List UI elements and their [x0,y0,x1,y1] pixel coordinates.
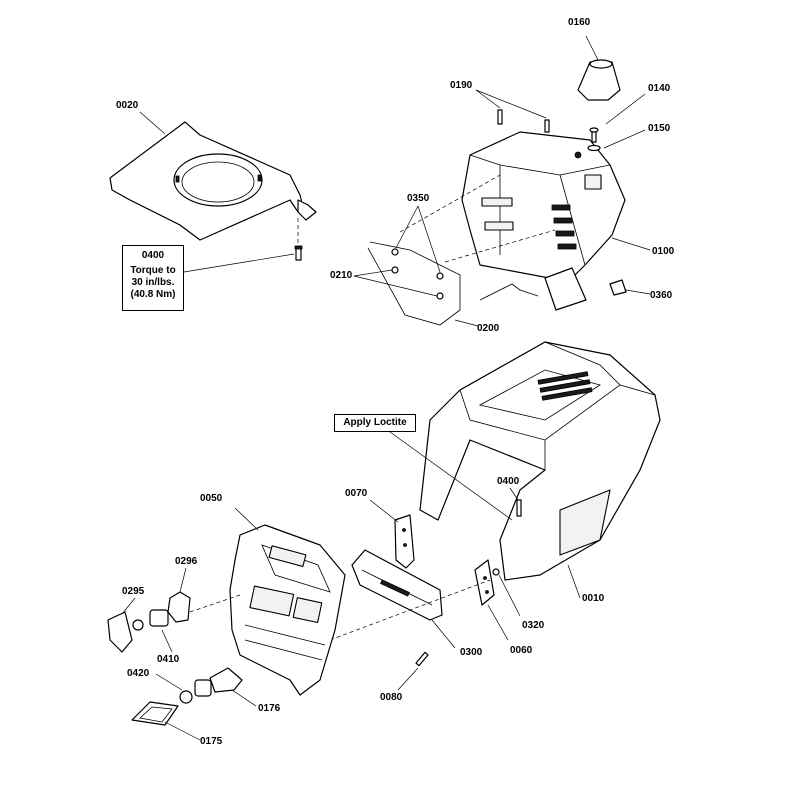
leader-0176 [231,689,257,707]
leader-0320 [498,574,521,617]
leader-0296 [179,567,187,593]
leader-0050 [234,507,259,531]
bolt-0140 [589,127,599,143]
callout-0150: 0150 [648,123,671,134]
leader-0200 [454,319,479,327]
leader-0190-b [475,89,547,119]
torque-note-line1: Torque to [130,265,176,276]
leader-0300 [431,619,456,649]
hood-0010 [419,341,661,581]
leader-0410 [161,629,173,653]
leader-0080 [397,667,419,691]
dash-tower-a [399,174,501,233]
callout-0176: 0176 [258,703,281,714]
callout-0020: 0020 [116,100,139,111]
washer-0150 [587,144,601,152]
callout-0295: 0295 [122,586,145,597]
callout-0160: 0160 [568,17,591,28]
callout-0410: 0410 [157,654,180,665]
callout-0140: 0140 [648,83,671,94]
rod-0200 [367,241,461,326]
callout-0320: 0320 [522,620,545,631]
callout-0200: 0200 [477,323,500,334]
screw-0080 [415,651,429,667]
lens-0296 [167,591,191,623]
leader-0020 [139,111,166,135]
nuts-0350 [391,248,444,280]
callout-0300: 0300 [460,647,483,658]
dash-tower-0100 [461,131,626,281]
lens-0295 [107,611,133,653]
bulb-0420 [179,679,212,704]
callout-0070: 0070 [345,488,368,499]
leader-0010 [567,564,581,599]
bracket-0070 [394,514,415,569]
leader-0060 [487,604,509,641]
callout-0050: 0050 [200,493,223,504]
torque-note-line2: 30 in/lbs. [131,277,175,288]
socket-0410 [132,609,169,631]
leader-0190-a [475,89,501,109]
torque-note-line3: (40.8 Nm) [130,289,176,300]
link-rod [479,283,539,301]
dash-tower-b [444,229,556,263]
leader-0420 [155,673,183,691]
leader-0070 [369,499,399,523]
nut-0320 [492,568,500,576]
grille-0050 [229,524,346,696]
bracket-0060 [474,559,495,606]
dash-light [189,594,241,613]
flap-0360 [544,267,627,311]
callout-0400-lower: 0400 [497,476,520,487]
callout-0190: 0190 [450,80,473,91]
callout-0350: 0350 [407,193,430,204]
leader-0400-box [183,253,295,273]
shroud-panel-0020 [109,121,317,241]
callout-0296: 0296 [175,556,198,567]
clips-0210 [391,266,444,300]
callout-0100: 0100 [652,246,675,257]
leader-loctite [389,431,513,521]
leader-0360 [625,289,651,295]
torque-note-part: 0400 [141,250,165,261]
leader-0100 [611,237,651,251]
bolt-0400-lower [516,499,522,517]
callout-0060: 0060 [510,645,533,656]
leader-0210-b [353,275,438,297]
callout-0010: 0010 [582,593,605,604]
callout-0210: 0210 [330,270,353,281]
leader-0350-b [417,205,441,273]
leader-0210-a [353,269,393,277]
loctite-note-box: Apply Loctite [334,414,416,432]
leader-0175 [164,721,201,741]
leader-0160 [585,35,599,61]
callout-0080: 0080 [380,692,403,703]
decal-0175-inner [139,706,173,723]
callout-0175: 0175 [200,736,223,747]
bolt-0400-upper [294,245,303,261]
leader-0295 [121,597,136,615]
screws-0190 [497,109,550,133]
torque-note-box: 0400 Torque to 30 in/lbs. (40.8 Nm) [122,245,184,311]
leader-0140 [605,93,646,125]
bumper-0300 [351,549,443,621]
leader-0150 [603,129,646,149]
leader-0400-lower [509,487,519,501]
lens-0176 [209,667,243,693]
callout-0360: 0360 [650,290,673,301]
callout-0420: 0420 [127,668,150,679]
cap-0160 [577,59,621,101]
dash-bumper [329,579,491,641]
leader-0350-a [395,205,419,249]
decal-0175 [131,701,179,726]
